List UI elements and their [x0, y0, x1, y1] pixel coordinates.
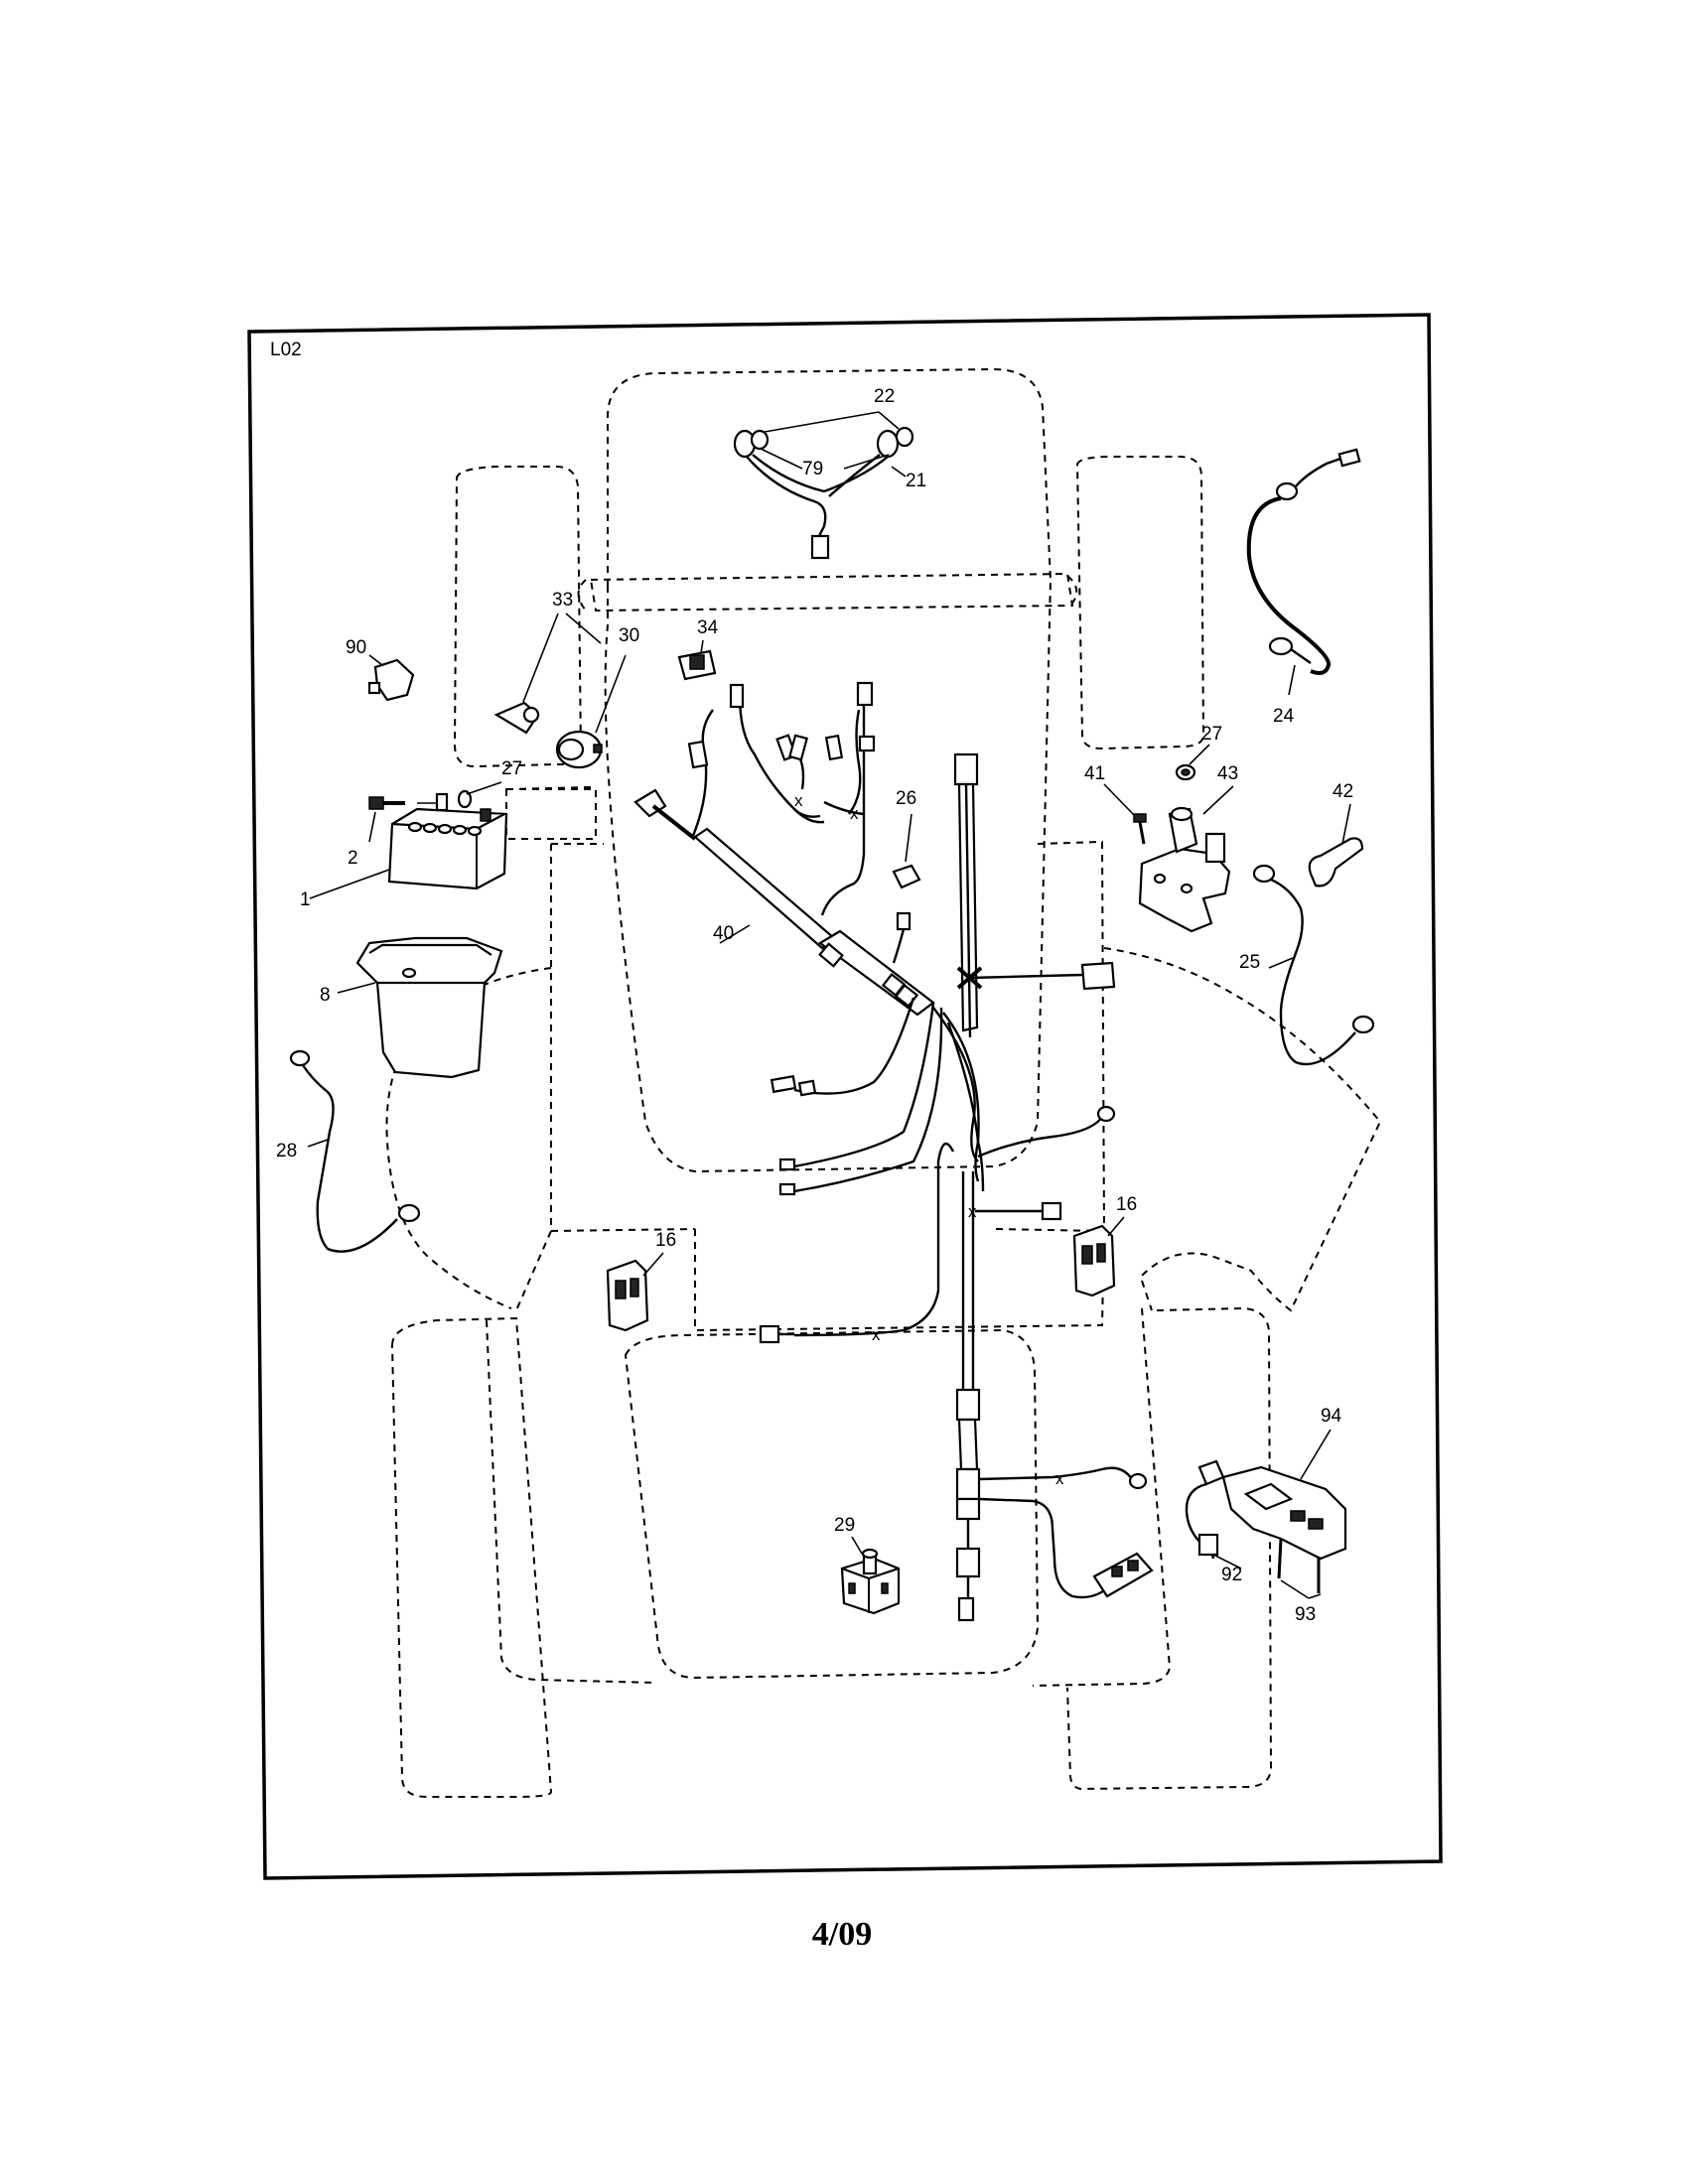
- callout-79: 79: [802, 459, 823, 479]
- ground-cable-24: [1246, 448, 1361, 696]
- callout-90: 90: [346, 637, 366, 658]
- headlight-assembly: [733, 411, 914, 560]
- callout-28: 28: [276, 1141, 297, 1161]
- diagram-id: L02: [270, 340, 302, 360]
- ground-cable-25: [1252, 864, 1375, 1066]
- interlock-switch-right: [1072, 1216, 1125, 1297]
- callout-16-left: 16: [655, 1230, 676, 1251]
- fuse-holder: [367, 654, 415, 702]
- callout-34: 34: [697, 617, 719, 638]
- diagram-frame: [247, 313, 1443, 1880]
- battery-box: [337, 936, 503, 1079]
- tractor-outline: [385, 367, 1382, 1798]
- battery: [309, 807, 508, 899]
- callout-41: 41: [1084, 763, 1105, 784]
- callout-27-right: 27: [1201, 724, 1222, 745]
- callout-27-left: 27: [501, 758, 522, 779]
- callout-labels: 22 79 21 24 33 30 34 90 27 2 1 8 28 26 4…: [276, 386, 1353, 1625]
- callout-21: 21: [906, 471, 926, 491]
- callout-42: 42: [1333, 781, 1353, 802]
- callout-8: 8: [320, 985, 331, 1006]
- footer-date: 4/09: [811, 1916, 873, 1953]
- callout-94: 94: [1321, 1406, 1342, 1427]
- module-assembly: [1185, 1429, 1347, 1599]
- callout-29: 29: [834, 1515, 855, 1536]
- callout-2: 2: [348, 848, 358, 869]
- svg-text:x: x: [794, 791, 803, 810]
- callout-25: 25: [1239, 952, 1260, 973]
- callout-33: 33: [552, 590, 573, 611]
- callout-43: 43: [1217, 763, 1238, 784]
- terminal-boot: [1308, 803, 1364, 887]
- callout-1: 1: [300, 889, 311, 910]
- interlock-switch-left: [606, 1252, 664, 1332]
- callout-24: 24: [1273, 706, 1295, 727]
- pto-plug: [1092, 1552, 1154, 1598]
- svg-text:x: x: [1055, 1469, 1064, 1488]
- callout-92: 92: [1221, 1565, 1242, 1585]
- main-harness: x x x x: [633, 681, 1148, 1622]
- callout-93: 93: [1295, 1604, 1316, 1625]
- svg-text:x: x: [850, 804, 859, 823]
- callout-22: 22: [874, 386, 895, 407]
- pto-switch: [840, 1536, 901, 1615]
- ignition-switch: [555, 654, 627, 769]
- ignition-key: [493, 613, 602, 735]
- svg-text:x: x: [872, 1325, 881, 1344]
- callout-40: 40: [713, 923, 734, 944]
- callout-16-right: 16: [1116, 1194, 1137, 1215]
- callout-30: 30: [619, 625, 639, 646]
- callout-26: 26: [896, 788, 916, 809]
- bolt-and-nut: [368, 781, 502, 843]
- ground-cable-28: [289, 1049, 421, 1253]
- light-switch: [677, 639, 717, 681]
- solenoid-assembly: [1103, 744, 1234, 933]
